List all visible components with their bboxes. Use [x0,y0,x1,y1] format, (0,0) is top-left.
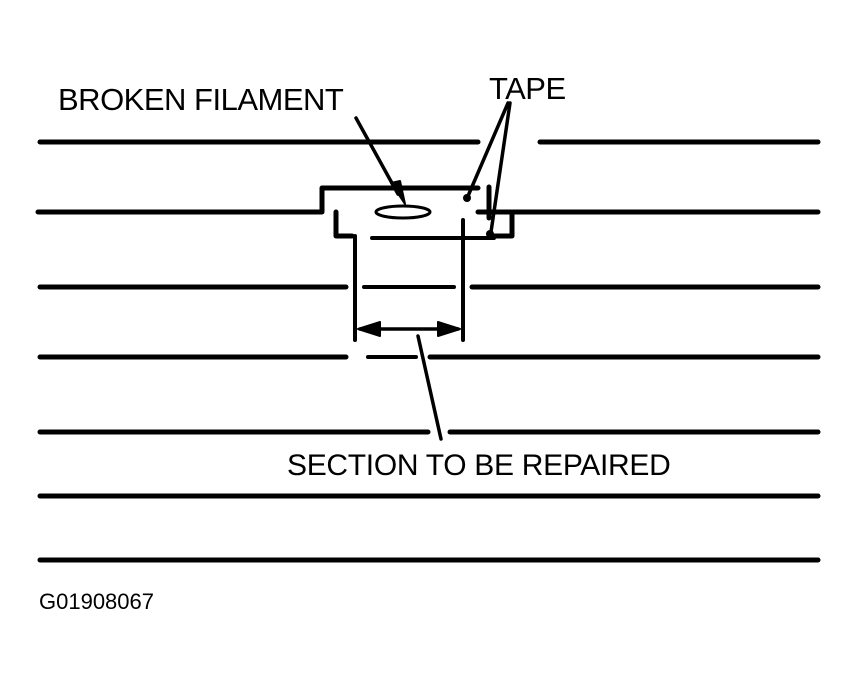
section-to-be-repaired-label: SECTION TO BE REPAIRED [287,449,671,482]
figure-id-label: G01908067 [39,589,154,614]
tape-leader-dot-1 [463,194,471,202]
repair-dimension-arrow-right [437,321,461,337]
tape-bottom-outline [333,209,355,239]
repair-dimension-arrow-left [357,321,381,337]
broken-filament-label: BROKEN FILAMENT [58,82,344,117]
broken-filament-arrowhead [390,180,406,205]
tape-leader-1 [466,101,510,198]
tape-label: TAPE [489,71,566,106]
broken-filament-leader [354,116,400,196]
tape-leader-2 [489,101,512,234]
broken-filament-break [374,204,432,220]
section-leader [416,334,443,441]
tape-bottom-right-step [491,209,515,239]
tape-leader-dot-2 [486,230,494,238]
broken-filament-line [35,185,481,215]
